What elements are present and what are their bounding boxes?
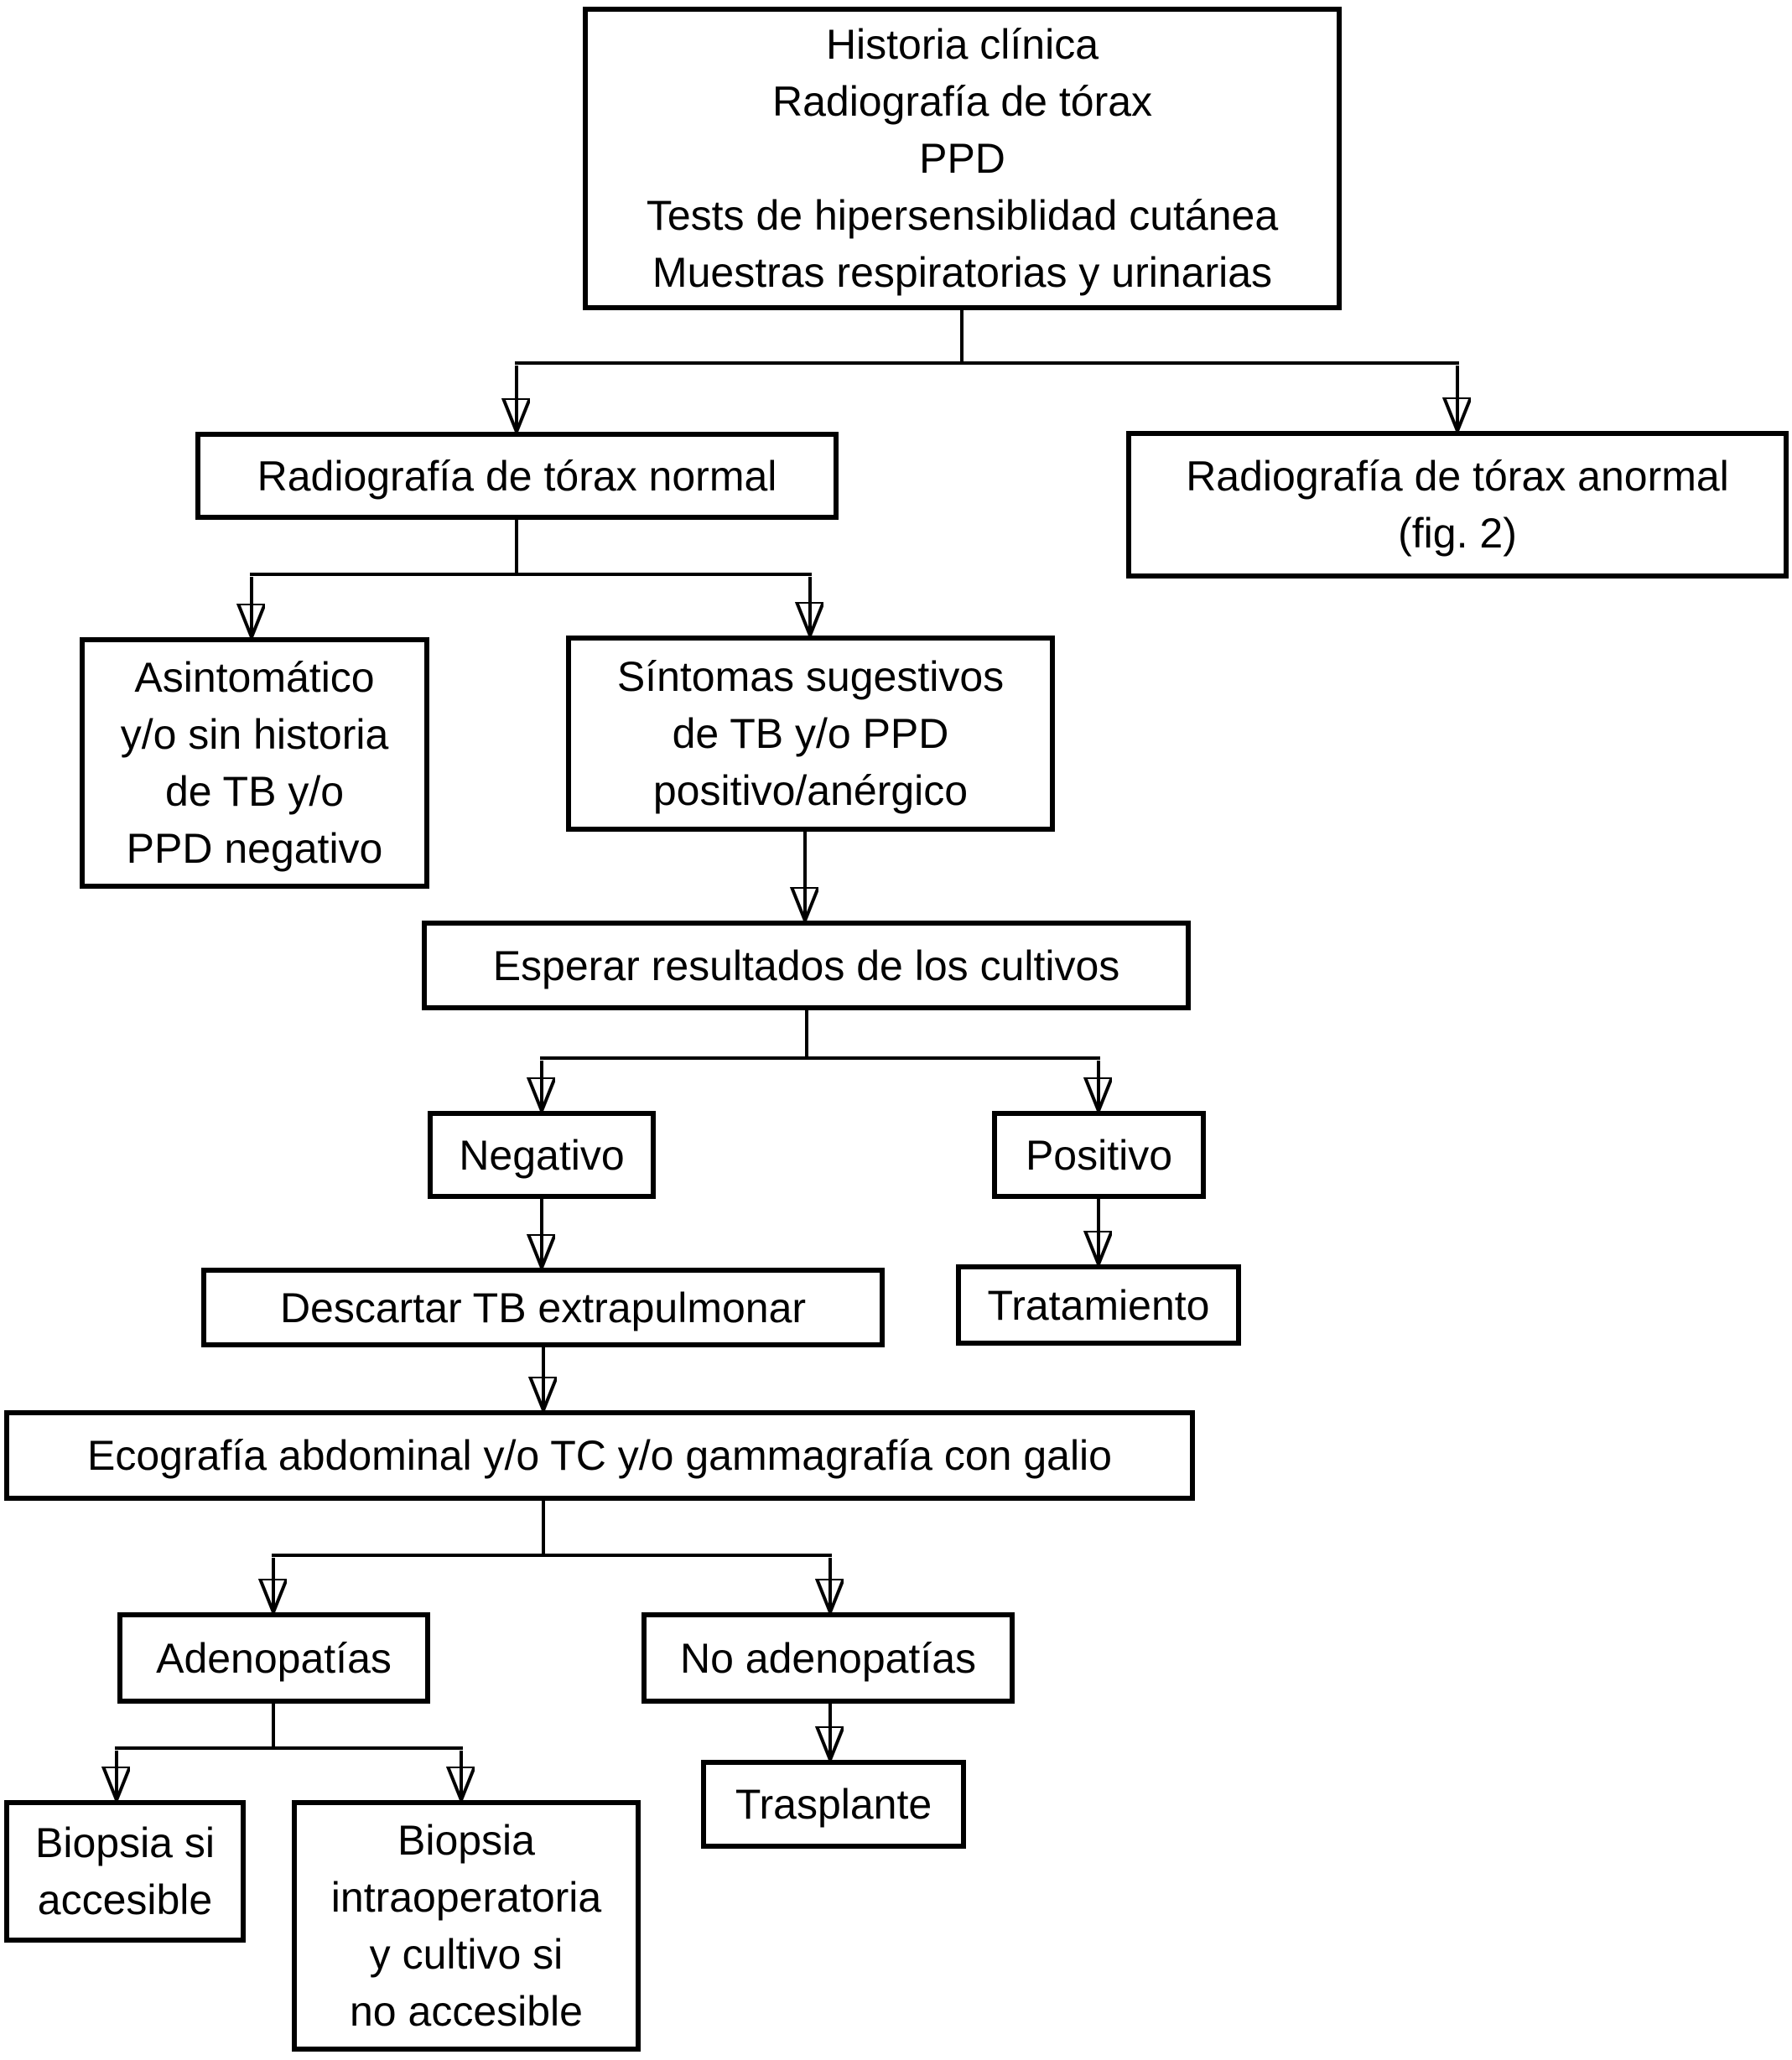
node-tratamiento: Tratamiento xyxy=(956,1264,1241,1346)
node-radiografia-torax-normal: Radiografía de tórax normal xyxy=(195,432,839,520)
node-biopsia-intraoperatoria: Biopsia intraoperatoria y cultivo si no … xyxy=(292,1800,641,2052)
node-sintomas-sugestivos: Síntomas sugestivos de TB y/o PPD positi… xyxy=(566,636,1055,832)
node-esperar-resultados: Esperar resultados de los cultivos xyxy=(422,921,1191,1010)
node-trasplante: Trasplante xyxy=(701,1760,966,1849)
node-adenopatias: Adenopatías xyxy=(117,1612,430,1704)
node-radiografia-torax-anormal: Radiografía de tórax anormal (fig. 2) xyxy=(1126,431,1789,579)
node-no-adenopatias: No adenopatías xyxy=(641,1612,1015,1704)
node-negativo: Negativo xyxy=(428,1111,656,1199)
node-historia-clinica: Historia clínica Radiografía de tórax PP… xyxy=(583,7,1342,310)
node-asintomatico: Asintomático y/o sin historia de TB y/o … xyxy=(80,637,429,889)
node-biopsia-si-accesible: Biopsia si accesible xyxy=(4,1800,246,1943)
node-ecografia-abdominal: Ecografía abdominal y/o TC y/o gammagraf… xyxy=(4,1410,1195,1501)
node-positivo: Positivo xyxy=(992,1111,1206,1199)
node-descartar-tb-extrapulmonar: Descartar TB extrapulmonar xyxy=(201,1268,885,1347)
